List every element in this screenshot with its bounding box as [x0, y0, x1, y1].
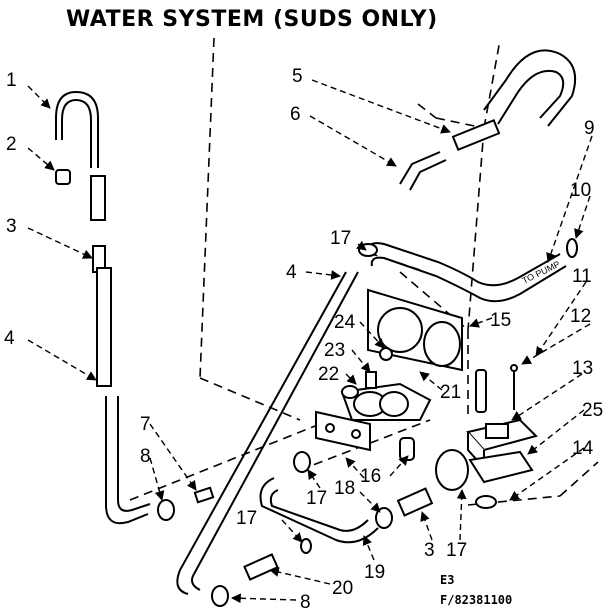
callout-19: 19 [364, 562, 385, 583]
fill-hose-assembly [55, 90, 151, 525]
callout-4: 4 [4, 328, 15, 349]
callout-1: 1 [6, 70, 17, 91]
callout-8: 8 [300, 592, 311, 611]
callout-9: 9 [584, 118, 595, 139]
callout-21: 21 [440, 382, 461, 403]
u-hose [483, 49, 576, 127]
callout-13: 13 [572, 358, 593, 379]
callout-25: 25 [582, 400, 603, 421]
callout-14: 14 [572, 438, 594, 459]
leader-lines [27, 79, 593, 604]
callout-8: 8 [140, 446, 151, 467]
callout-17: 17 [236, 508, 257, 529]
elbow-part-6 [399, 151, 447, 191]
callout-numbers: 1 2 3 4 5 6 7 8 9 10 11 12 13 14 15 16 1… [4, 66, 603, 613]
callout-18: 18 [334, 478, 355, 499]
callout-16: 16 [360, 466, 381, 487]
callout-2: 2 [6, 134, 17, 155]
callout-11: 11 [572, 266, 592, 287]
callout-3: 3 [6, 216, 17, 237]
clamps-part-17 [293, 243, 393, 554]
long-hose-part-4 [176, 271, 359, 595]
callout-15: 15 [490, 310, 511, 331]
callout-22: 22 [318, 364, 339, 385]
screws-parts-11-12 [475, 364, 518, 413]
callout-23: 23 [324, 340, 345, 361]
callout-17: 17 [446, 540, 467, 561]
clamp-part-10 [566, 238, 578, 258]
callout-7: 7 [140, 414, 151, 435]
connector-part-3 [396, 487, 434, 517]
diagram-title: WATER SYSTEM (SUDS ONLY) [66, 7, 438, 32]
bracket-part-18 [315, 410, 371, 452]
valve-part-20 [243, 553, 279, 581]
code-part-number: F/82381100 [440, 593, 512, 607]
cap-part-2 [55, 169, 71, 185]
connector-part-7 [193, 486, 215, 504]
valve-parts-13-25-14 [435, 418, 538, 509]
callout-17: 17 [330, 228, 351, 249]
callout-6: 6 [290, 104, 301, 125]
callout-12: 12 [570, 306, 591, 327]
callout-24: 24 [334, 312, 356, 333]
callout-4: 4 [286, 262, 297, 283]
callout-20: 20 [332, 578, 353, 599]
callout-3: 3 [424, 540, 435, 561]
callout-5: 5 [292, 66, 303, 87]
code-e3: E3 [440, 573, 454, 587]
callout-17: 17 [306, 488, 327, 509]
valve-bracket-assembly [340, 288, 463, 421]
callout-10: 10 [570, 180, 591, 201]
clamp-part-8 [157, 499, 229, 607]
tube-part-5 [451, 118, 501, 152]
